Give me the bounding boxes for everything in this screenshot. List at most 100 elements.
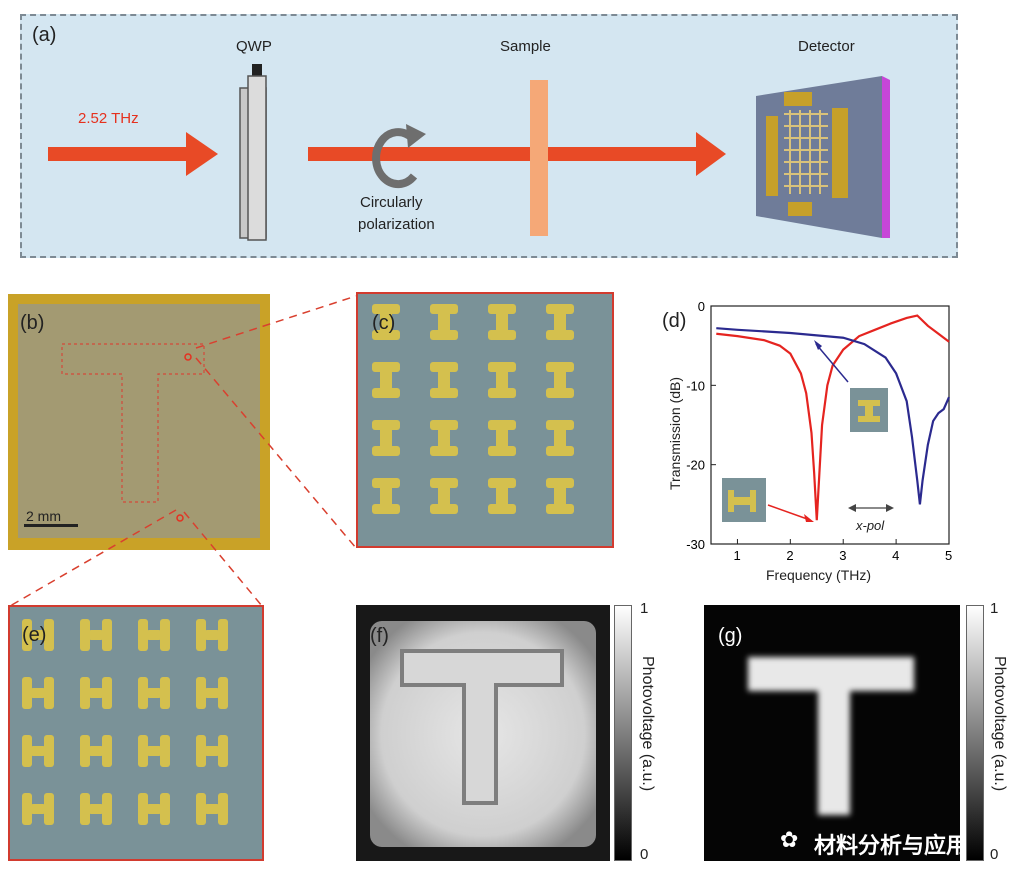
h-resonator-segment: [30, 688, 46, 698]
h-resonator-segment: [218, 677, 228, 709]
i-resonator-segment: [372, 304, 400, 314]
i-resonator-segment: [488, 388, 516, 398]
h-resonator: [194, 729, 230, 773]
i-resonator-segment: [496, 368, 508, 392]
setup-schematic: [48, 64, 890, 241]
detector-pad-left: [766, 116, 778, 196]
i-resonator-segment: [430, 304, 458, 314]
sample-label: Sample: [500, 38, 551, 55]
i-resonator-segment: [496, 426, 508, 450]
i-resonator-segment: [554, 368, 566, 392]
i-resonator-segment: [488, 504, 516, 514]
panel-a-label: (a): [32, 24, 57, 46]
h-resonator-segment: [204, 804, 220, 814]
incoming-beam-arrowhead: [186, 132, 218, 176]
circular-label-line1: Circularly: [360, 194, 423, 211]
h-resonator-segment: [160, 793, 170, 825]
h-resonator: [78, 613, 114, 657]
i-resonator-segment: [430, 446, 458, 456]
i-resonator-segment: [372, 504, 400, 514]
i-resonator-segment: [380, 310, 392, 334]
i-resonator-segment: [488, 420, 516, 430]
i-resonator-segment: [430, 388, 458, 398]
h-resonator-segment: [30, 804, 46, 814]
h-resonator-segment: [22, 793, 32, 825]
h-resonator-segment: [196, 677, 206, 709]
h-resonator: [136, 671, 172, 715]
colorbar-g-min: 0: [990, 846, 999, 863]
h-resonator-segment: [138, 793, 148, 825]
i-resonator-segment: [438, 310, 450, 334]
beam-frequency-label: 2.52 THz: [78, 110, 139, 127]
x-tick-label: 2: [786, 548, 793, 563]
panel-g-label: (g): [718, 625, 743, 647]
y-tick-label: -10: [686, 378, 705, 393]
h-resonator: [78, 729, 114, 773]
h-resonator-segment: [146, 804, 162, 814]
i-resonator-segment: [372, 478, 400, 488]
sample-photo-panel: (b) 2 mm: [8, 294, 270, 550]
y-tick-label: 0: [698, 299, 705, 314]
i-resonator-segment: [372, 330, 400, 340]
colorbar-f-title: Photovoltage (a.u.): [639, 656, 656, 792]
colorbar-f-max: 1: [640, 600, 649, 617]
i-resonator-segment: [488, 362, 516, 372]
middle-beam: [308, 147, 698, 161]
t-shape-outline: [61, 343, 205, 503]
photovoltage-map-f: (f): [356, 605, 610, 861]
i-shape-inset-glyph: [858, 400, 880, 422]
i-resonator-segment: [380, 484, 392, 508]
i-resonator: [368, 474, 404, 518]
zoom-marker-c: [184, 353, 192, 361]
h-resonator: [78, 787, 114, 831]
h-resonator-segment: [22, 619, 32, 651]
h-resonator: [20, 729, 56, 773]
i-resonator: [368, 358, 404, 402]
h-resonator-segment: [102, 677, 112, 709]
i-resonator: [426, 416, 462, 460]
i-resonator: [484, 474, 520, 518]
h-resonator-segment: [30, 746, 46, 756]
i-resonator: [484, 300, 520, 344]
i-resonator-segment: [430, 330, 458, 340]
qwp-label: QWP: [236, 38, 272, 55]
i-resonator-segment: [554, 310, 566, 334]
h-resonator-segment: [218, 793, 228, 825]
x-axis-label: Frequency (THz): [766, 567, 871, 583]
h-resonator-segment: [88, 688, 104, 698]
h-resonator: [136, 613, 172, 657]
h-resonator-segment: [30, 630, 46, 640]
i-resonator-segment: [496, 310, 508, 334]
red-curve-pointer: [767, 504, 811, 521]
i-resonator-segment: [372, 420, 400, 430]
h-resonator-segment: [160, 677, 170, 709]
circular-label-line2: polarization: [358, 216, 435, 233]
qwp-knob: [252, 64, 262, 78]
zoom-line-c-top: [195, 295, 357, 349]
h-resonator-segment: [44, 793, 54, 825]
i-resonator-segment: [546, 362, 574, 372]
setup-schematic-panel: (a) QWP Sample Detector 2.52 THz Circula…: [20, 14, 958, 258]
middle-beam-arrowhead: [696, 132, 726, 176]
i-resonator: [542, 358, 578, 402]
h-resonator-segment: [138, 735, 148, 767]
map-g-image: [748, 657, 914, 815]
i-resonator-segment: [430, 362, 458, 372]
i-resonator-segment: [438, 368, 450, 392]
i-resonator-segment: [372, 362, 400, 372]
colorbar-g-title: Photovoltage (a.u.): [991, 656, 1008, 792]
red-transmission-line: [716, 314, 950, 521]
h-resonator: [20, 787, 56, 831]
i-resonator: [426, 474, 462, 518]
h-resonator: [136, 729, 172, 773]
panel-b-label: (b): [20, 312, 45, 334]
blue-transmission-line: [716, 327, 951, 505]
detector-pad-bottom: [788, 202, 812, 216]
h-resonator-segment: [102, 735, 112, 767]
h-resonator-segment: [160, 735, 170, 767]
h-resonator-segment: [80, 677, 90, 709]
i-resonator-segment: [488, 330, 516, 340]
circular-arrow-head: [406, 124, 426, 148]
watermark-text: 材料分析与应用: [814, 834, 969, 859]
